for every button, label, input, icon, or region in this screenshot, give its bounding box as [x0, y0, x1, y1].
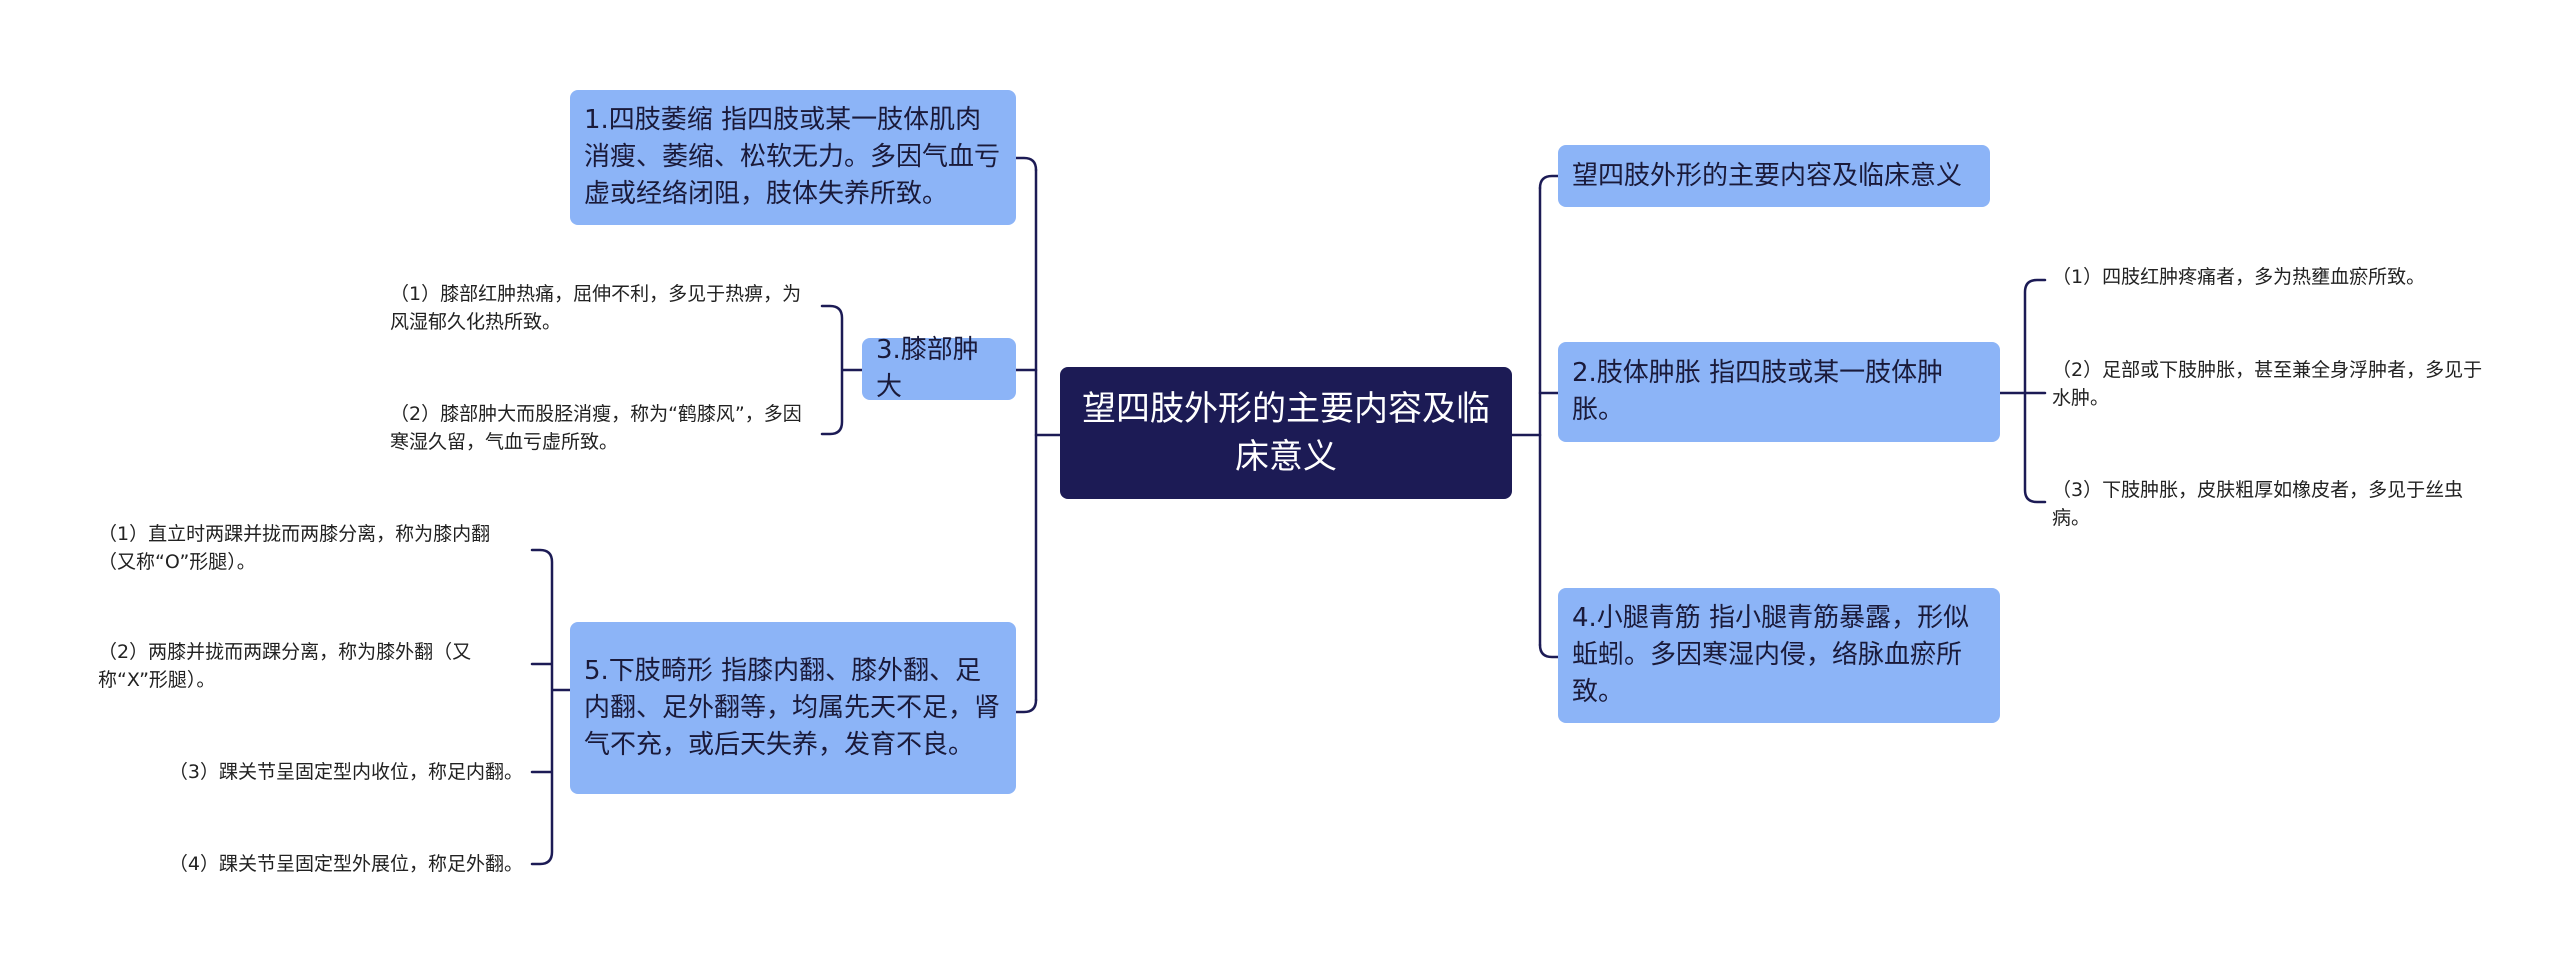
branch-knee-swelling-label: 3.膝部肿大: [876, 335, 979, 402]
leaf-swelling-2: （2）足部或下肢肿胀，甚至兼全身浮肿者，多见于水肿。: [2052, 359, 2483, 409]
branch-limb-atrophy-label: 1.四肢萎缩 指四肢或某一肢体肌肉消瘦、萎缩、松软无力。多因气血亏虚或经络闭阻，…: [584, 105, 1001, 209]
branch-limb-swelling-label: 2.肢体肿胀 指四肢或某一肢体肿胀。: [1572, 358, 1944, 425]
leaf-swelling-1: （1）四肢红肿疼痛者，多为热壅血瘀所致。: [2052, 266, 2426, 288]
branch-knee-swelling[interactable]: 3.膝部肿大: [862, 335, 1016, 402]
branch-lower-limb-deformity[interactable]: 5.下肢畸形 指膝内翻、膝外翻、足内翻、足外翻等，均属先天不足，肾气不充，或后天…: [570, 622, 1016, 794]
branch-limb-atrophy[interactable]: 1.四肢萎缩 指四肢或某一肢体肌肉消瘦、萎缩、松软无力。多因气血亏虚或经络闭阻，…: [570, 90, 1016, 225]
leaf-deformity-2: （2）两膝并拢而两踝分离，称为膝外翻（又称“X”形腿）。: [98, 641, 472, 691]
edge-right-r1: [1538, 174, 1560, 190]
leaf-swelling-3: （3）下肢肿胀，皮肤粗厚如橡皮者，多见于丝虫病。: [2052, 479, 2464, 529]
leaf-knee-1: （1）膝部红肿热痛，屈伸不利，多见于热痹，为风湿郁久化热所致。: [390, 283, 802, 333]
leaf-deformity-1: （1）直立时两踝并拢而两膝分离，称为膝内翻（又称“O”形腿）。: [98, 523, 491, 573]
edge-left-l3: [1014, 698, 1038, 714]
branch-lower-limb-deformity-label: 5.下肢畸形 指膝内翻、膝外翻、足内翻、足外翻等，均属先天不足，肾气不充，或后天…: [584, 655, 1001, 760]
branch-limb-swelling[interactable]: 2.肢体肿胀 指四肢或某一肢体肿胀。: [1558, 342, 2000, 442]
edge-l3-bracket: [530, 548, 574, 866]
root-topic[interactable]: 望四肢外形的主要内容及临床意义: [1060, 367, 1512, 499]
leaf-deformity-3: （3）踝关节呈固定型内收位，称足内翻。: [168, 761, 523, 783]
edge-r2-bracket: [1998, 278, 2047, 504]
branch-title-repeat[interactable]: 望四肢外形的主要内容及临床意义: [1558, 145, 1990, 207]
edge-l2-bracket: [820, 304, 864, 436]
edge-right-r3: [1538, 643, 1560, 659]
root-topic-label: 望四肢外形的主要内容及临床意义: [1082, 389, 1490, 477]
branch-calf-veins-label: 4.小腿青筋 指小腿青筋暴露，形似蚯蚓。多因寒湿内侵，络脉血瘀所致。: [1572, 603, 1970, 707]
branch-title-repeat-label: 望四肢外形的主要内容及临床意义: [1572, 160, 1963, 191]
branch-calf-veins[interactable]: 4.小腿青筋 指小腿青筋暴露，形似蚯蚓。多因寒湿内侵，络脉血瘀所致。: [1558, 588, 2000, 723]
leaf-deformity-4: （4）踝关节呈固定型外展位，称足外翻。: [168, 853, 523, 875]
leaf-knee-2: （2）膝部肿大而股胫消瘦，称为“鹤膝风”，多因寒湿久留，气血亏虚所致。: [390, 403, 802, 453]
edge-left-l1: [1014, 156, 1038, 172]
